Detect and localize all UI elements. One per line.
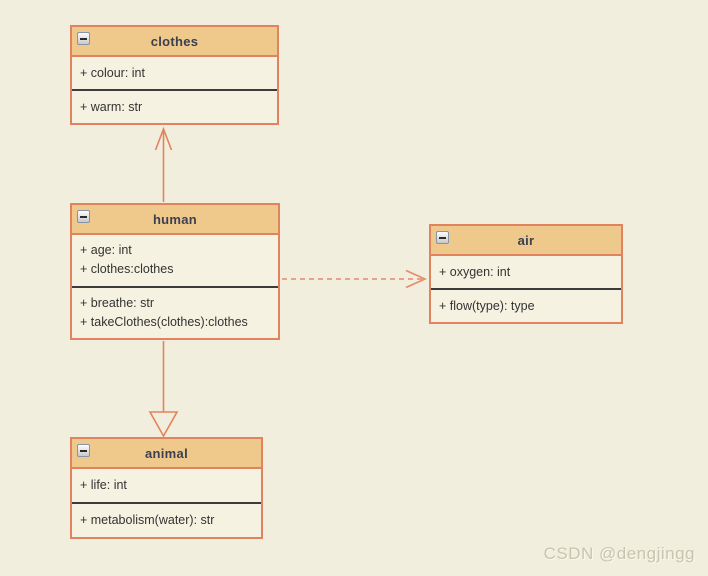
minus-glyph [439,236,446,239]
method-line: + warm: str [80,99,143,114]
class-human-attributes: + age: int + clothes:clothes [72,235,278,286]
class-clothes-header[interactable]: clothes [72,27,277,57]
class-box-human[interactable]: human + age: int + clothes:clothes + bre… [70,203,280,340]
arrow-human-to-air [282,269,427,289]
class-box-animal[interactable]: animal + life: int + metabolism(water): … [70,437,263,539]
class-air-title: air [517,232,535,248]
class-clothes-title: clothes [150,33,199,49]
class-box-clothes[interactable]: clothes + colour: int + warm: str [70,25,279,125]
watermark: CSDN @dengjingg [543,544,695,563]
attribute-line: + age: int [80,243,132,258]
method-line: + takeClothes(clothes):clothes [80,314,248,329]
method-line: + breathe: str [80,295,154,310]
class-air-header[interactable]: air [431,226,621,256]
class-clothes-methods: + warm: str [72,89,277,123]
attribute-line: + colour: int [80,65,145,80]
class-air-methods: + flow(type): type [431,288,621,322]
attribute-line: + oxygen: int [439,264,511,279]
arrow-human-to-animal [148,341,179,438]
class-human-header[interactable]: human [72,205,278,235]
collapse-minus-icon[interactable] [77,444,90,457]
class-animal-title: animal [145,445,188,461]
class-human-methods: + breathe: str + takeClothes(clothes):cl… [72,285,278,339]
minus-glyph [80,215,87,218]
class-air-attributes: + oxygen: int [431,256,621,288]
attribute-line: + clothes:clothes [80,262,174,277]
method-line: + metabolism(water): str [80,513,215,527]
minus-glyph [80,449,87,452]
class-box-air[interactable]: air + oxygen: int + flow(type): type [429,224,623,324]
collapse-minus-icon[interactable] [436,231,449,244]
class-animal-methods: + metabolism(water): str [72,502,261,537]
collapse-minus-icon[interactable] [77,210,90,223]
collapse-minus-icon[interactable] [77,32,90,45]
arrow-human-to-clothes [154,126,173,202]
minus-glyph [80,37,87,40]
class-animal-header[interactable]: animal [72,439,261,469]
method-line: + flow(type): type [439,298,535,313]
class-animal-attributes: + life: int [72,469,261,502]
class-clothes-attributes: + colour: int [72,57,277,89]
class-human-title: human [152,211,198,227]
attribute-line: + life: int [80,478,127,492]
